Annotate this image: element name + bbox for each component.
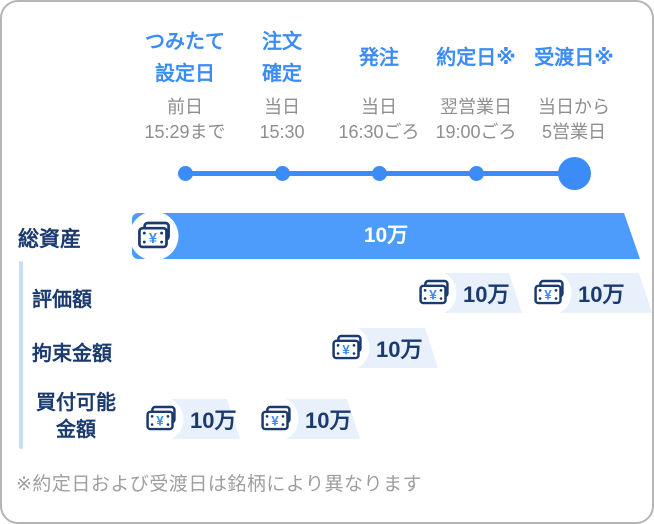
yen-banknote-icon: ¥: [129, 211, 179, 261]
timeline-step-execution-date: 約定日※ 翌営業日 19:00ごろ: [416, 26, 536, 145]
step-sub-line: 15:30: [259, 122, 305, 142]
restricted-chip: ¥ 10万: [324, 325, 438, 371]
step-title: つみたて 設定日: [125, 26, 245, 90]
label-line: 買付可能: [36, 392, 116, 414]
step-sub-line: 翌営業日: [440, 97, 512, 117]
chip-value: 10万: [190, 408, 237, 433]
step-sub-line: 当日から: [538, 97, 610, 117]
svg-text:¥: ¥: [544, 288, 552, 303]
total-assets-bar: 10万: [132, 213, 640, 259]
step-title-line: 発注: [359, 47, 399, 69]
yen-banknote-icon: ¥: [526, 270, 572, 316]
yen-banknote-icon: ¥: [138, 396, 184, 442]
total-assets-value: 10万: [363, 224, 409, 247]
step-title-line: 受渡日※: [534, 47, 614, 69]
step-sub-line: 5営業日: [541, 122, 606, 142]
step-sub-line: 当日: [264, 97, 300, 117]
step-title-line: 設定日: [155, 63, 215, 85]
chip-value: 10万: [376, 337, 423, 362]
step-title-line: つみたて: [145, 31, 225, 53]
step-title: 受渡日※: [514, 26, 634, 90]
valuation-chip: ¥ 10万: [526, 270, 652, 316]
timeline-dot: [469, 166, 484, 181]
label-restricted-amount: 拘束金額: [32, 343, 112, 365]
chip-value: 10万: [463, 282, 510, 307]
step-subtext: 前日 15:29まで: [125, 95, 245, 145]
step-title: 約定日※: [416, 26, 536, 90]
chip-value: 10万: [578, 282, 625, 307]
step-title-line: 約定日※: [436, 47, 516, 69]
step-subtext: 当日から 5営業日: [514, 95, 634, 145]
footnote-text: ※約定日および受渡日は銘柄により異なります: [16, 474, 423, 495]
timeline-dot: [178, 166, 193, 181]
timeline-dot: [275, 166, 290, 181]
step-title-line: 注文: [262, 31, 302, 53]
step-sub-line: 当日: [361, 97, 397, 117]
label-purchasable-amount: 買付可能 金額: [28, 390, 124, 444]
hierarchy-line: [19, 261, 23, 449]
step-sub-line: 19:00ごろ: [435, 122, 517, 142]
step-title: 発注: [319, 26, 439, 90]
timeline-step-order-confirm: 注文 確定 当日 15:30: [222, 26, 342, 145]
label-line: 金額: [56, 419, 96, 441]
step-title-line: 確定: [262, 63, 302, 85]
chip-value: 10万: [305, 408, 352, 433]
svg-text:¥: ¥: [271, 414, 279, 429]
timeline-dot-final: [558, 157, 591, 190]
step-sub-line: 15:29まで: [144, 122, 226, 142]
yen-banknote-icon: ¥: [411, 270, 457, 316]
timeline-step-place-order: 発注 当日 16:30ごろ: [319, 26, 439, 145]
label-valuation-amount: 評価額: [32, 289, 92, 311]
valuation-chip: ¥ 10万: [411, 270, 522, 316]
step-subtext: 当日 16:30ごろ: [319, 95, 439, 145]
step-sub-line: 16:30ごろ: [338, 122, 420, 142]
svg-text:¥: ¥: [156, 414, 164, 429]
step-subtext: 翌営業日 19:00ごろ: [416, 95, 536, 145]
svg-text:¥: ¥: [429, 288, 437, 303]
purchasable-chip: ¥ 10万: [138, 396, 240, 442]
step-sub-line: 前日: [167, 97, 203, 117]
timeline-step-settlement-date: 受渡日※ 当日から 5営業日: [514, 26, 634, 145]
yen-banknote-icon: ¥: [253, 396, 299, 442]
svg-text:¥: ¥: [342, 343, 350, 358]
step-title: 注文 確定: [222, 26, 342, 90]
yen-banknote-icon: ¥: [324, 325, 370, 371]
svg-text:¥: ¥: [149, 231, 158, 247]
purchasable-chip: ¥ 10万: [253, 396, 360, 442]
timeline-dot: [372, 166, 387, 181]
step-subtext: 当日 15:30: [222, 95, 342, 145]
timeline-step-setting-date: つみたて 設定日 前日 15:29まで: [125, 26, 245, 145]
label-total-assets: 総資産: [18, 228, 81, 251]
